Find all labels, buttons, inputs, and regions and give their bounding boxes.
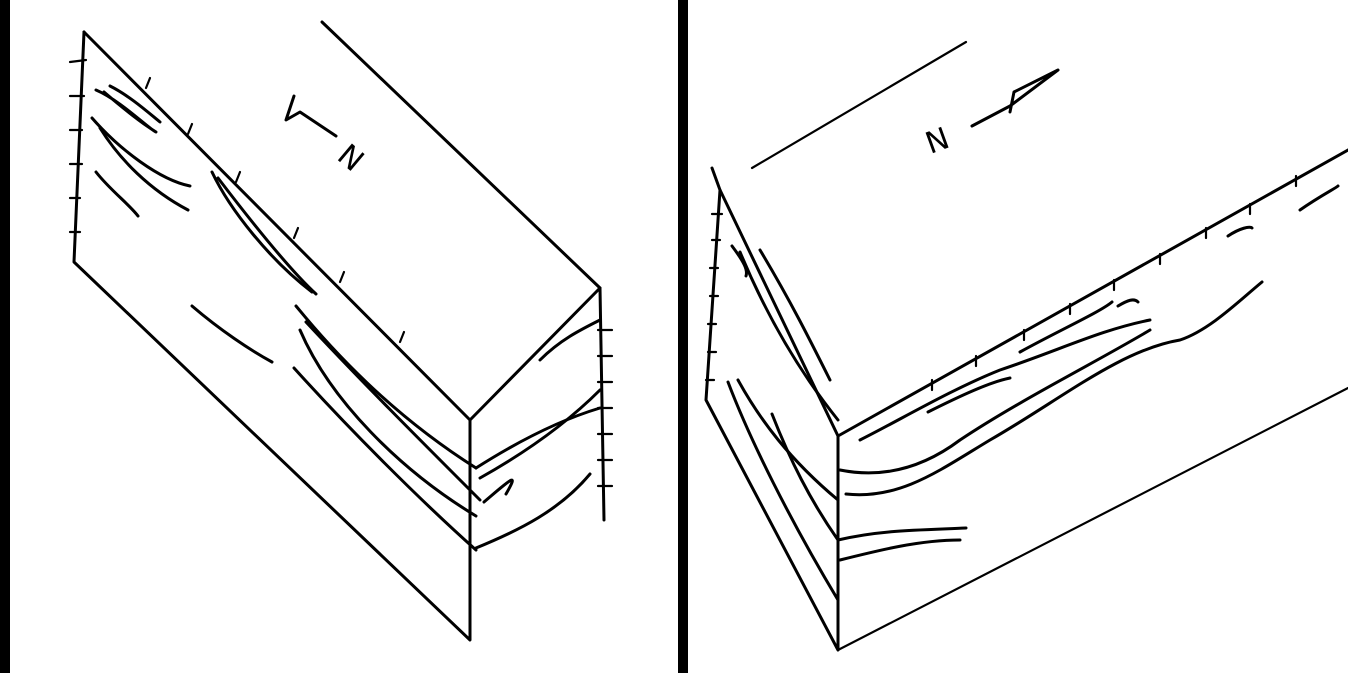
right-side-strata <box>728 246 1262 600</box>
left-north-arrow-icon <box>286 96 336 136</box>
left-top-edge-ticks <box>146 78 404 342</box>
left-face-lenses <box>92 86 316 294</box>
left-block-diagram: N <box>10 0 678 673</box>
right-north-arrow: N <box>921 70 1058 162</box>
left-north-arrow: N <box>286 96 370 179</box>
right-block-diagram-panel: N <box>688 0 1348 673</box>
left-side-strata <box>192 306 600 550</box>
right-block-bottom-edge <box>838 388 1348 650</box>
right-block-diagram: N <box>688 0 1348 673</box>
right-north-label: N <box>921 121 954 162</box>
right-top-lenses <box>928 186 1338 412</box>
right-north-arrow-icon <box>972 70 1058 126</box>
left-block-diagram-panel: N <box>0 0 678 673</box>
left-north-label: N <box>331 138 371 179</box>
left-block-top-edge <box>84 32 470 420</box>
